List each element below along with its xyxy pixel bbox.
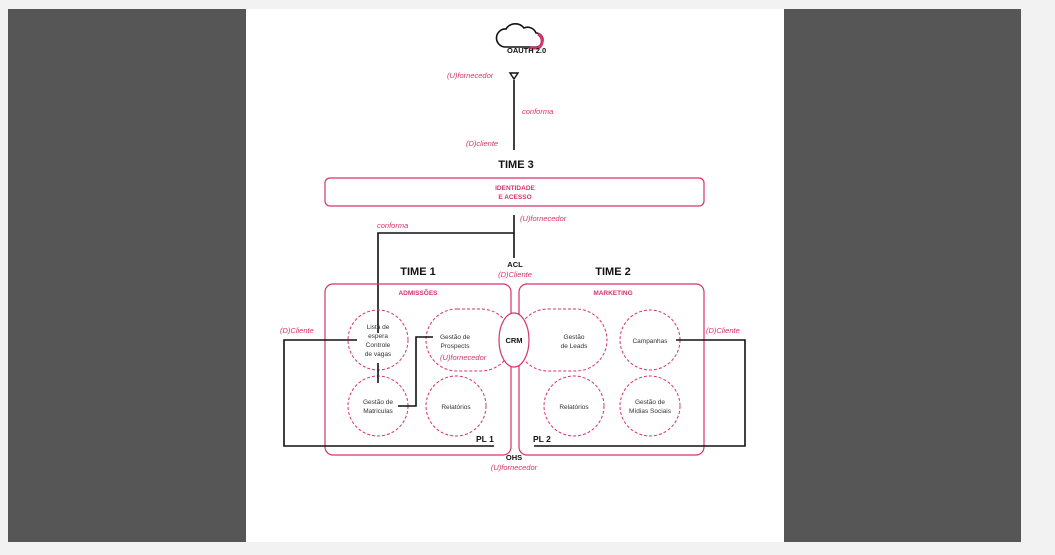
admissoes-context-box — [324, 283, 512, 456]
lista-text-2: espera — [368, 333, 388, 340]
oauth-title: OAUTH 2.0 — [507, 46, 546, 55]
identity-context-box — [324, 177, 705, 207]
acl-relation-label: conforma — [377, 221, 408, 230]
crm-label: CRM — [505, 336, 522, 345]
time1-title: TIME 1 — [400, 266, 435, 278]
pl2-line — [534, 339, 746, 447]
midias-text-2: Mídias Sociais — [629, 408, 672, 415]
oauth-relation-label: conforma — [522, 107, 553, 116]
time3-title: TIME 3 — [498, 159, 533, 171]
campanhas-text: Campanhas — [632, 338, 668, 345]
relatorios-t1-text: Relatórios — [441, 404, 471, 411]
gestao-midias-node — [619, 375, 681, 437]
cloud-icon — [495, 23, 544, 50]
acl-to-lista-line — [377, 232, 514, 333]
admissoes-label: ADMISSÕES — [398, 288, 438, 297]
pl1-label: PL 1 — [476, 434, 494, 444]
crm-shared-kernel — [498, 312, 530, 368]
prospects-text-1: Gestão de — [440, 334, 470, 341]
relatorios-t2-node — [543, 375, 605, 437]
upstream-arrow-icon — [508, 72, 520, 81]
pl2-label: PL 2 — [533, 434, 551, 444]
identity-box-line2: E ACESSO — [498, 194, 531, 201]
ohs-upstream-label: (U)fornecedor — [491, 463, 538, 472]
matriculas-prospects-line — [398, 336, 433, 407]
oauth-downstream-label: (D)cliente — [466, 139, 498, 148]
lista-text-1: Lista de — [367, 324, 390, 331]
acl-upstream-label: (U)fornecedor — [520, 214, 567, 223]
marketing-context-box — [518, 283, 705, 456]
matriculas-text-2: Matriculas — [363, 408, 393, 415]
prospects-text-2: Prospects — [441, 343, 471, 350]
leads-text-1: Gestão — [564, 334, 585, 341]
matriculas-text-1: Gestão de — [363, 399, 393, 406]
left-frame-panel — [8, 9, 246, 542]
time2-downstream-label: (D)Cliente — [706, 326, 740, 335]
ohs-label: OHS — [506, 453, 522, 462]
marketing-label: MARKETING — [593, 290, 632, 297]
diagram-page — [246, 9, 784, 542]
gestao-leads-node — [516, 308, 608, 372]
lista-text-4: de vagas — [365, 351, 392, 358]
oauth-upstream-label: (U)fornecedor — [447, 71, 494, 80]
prospects-role-label: (U)fornecedor — [440, 353, 487, 362]
right-frame-panel — [784, 9, 1021, 542]
pl1-line — [283, 339, 494, 447]
acl-downstream-label: (D)Cliente — [498, 270, 532, 279]
identity-box-line1: IDENTIDADE — [495, 185, 535, 192]
acl-label: ACL — [507, 260, 523, 269]
time1-downstream-label: (D)Cliente — [280, 326, 314, 335]
midias-text-1: Gestão de — [635, 399, 665, 406]
time2-title: TIME 2 — [595, 266, 630, 278]
relatorios-t2-text: Relatórios — [559, 404, 589, 411]
leads-text-2: de Leads — [561, 343, 588, 350]
lista-text-3: Controle — [366, 342, 391, 349]
relatorios-t1-node — [425, 375, 487, 437]
